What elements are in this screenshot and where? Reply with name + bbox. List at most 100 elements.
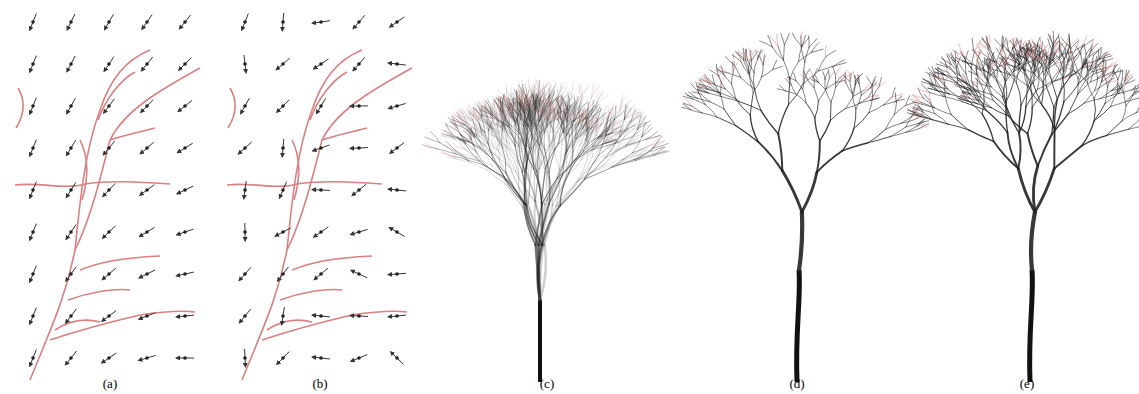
tree-branch [835, 75, 836, 87]
tree-branch [750, 92, 753, 115]
tree-branch [778, 105, 788, 134]
branch-curve [98, 72, 135, 120]
vector-arrow [65, 351, 76, 365]
tree-branch [564, 82, 572, 96]
tree-branch [645, 132, 658, 140]
tree-branch [534, 102, 535, 114]
tree-branch [895, 93, 896, 102]
tree-branch [535, 78, 539, 94]
tree-branch [514, 94, 517, 105]
tree-branch [591, 85, 595, 98]
vector-arrow [178, 100, 192, 111]
tree-branch [473, 121, 482, 136]
branch-curve [80, 140, 87, 200]
vector-arrow [243, 349, 247, 367]
tree-branch [537, 148, 547, 172]
tree-branch [536, 103, 541, 115]
tree-branch [773, 66, 783, 69]
tree-branch [892, 88, 895, 97]
tree-branch [780, 85, 786, 91]
vector-arrow [138, 355, 155, 360]
tree-branch [582, 111, 584, 122]
tree-branch [850, 82, 852, 94]
tree-branch [854, 113, 869, 128]
branch-curve [267, 320, 312, 330]
tree-branch [520, 143, 523, 170]
tree-branch [743, 51, 747, 61]
tree-branch [630, 131, 640, 138]
tree-branch [783, 45, 785, 60]
tree-branch [568, 109, 569, 121]
tree-branch [794, 73, 796, 81]
tree-branch [547, 147, 550, 173]
tree-branch [614, 111, 624, 120]
tree-branch [852, 94, 856, 109]
tree-branch [756, 49, 758, 59]
vector-arrow [177, 186, 193, 194]
tree-branch [611, 106, 617, 118]
vector-arrow [351, 270, 367, 278]
vector-arrow [388, 188, 406, 192]
tree-branch [571, 111, 578, 121]
tree-branch [760, 56, 764, 65]
tree-branch [569, 120, 573, 134]
tree-branch [805, 69, 810, 77]
tree-branch [518, 104, 524, 114]
tree-branch [581, 85, 583, 99]
tree-branch [592, 134, 602, 145]
tree-branch [741, 61, 748, 73]
vector-arrow [30, 266, 37, 283]
tree-branch [535, 129, 538, 148]
tree-branch [858, 74, 859, 83]
vector-arrow [390, 143, 404, 154]
vector-arrow [277, 100, 290, 113]
tree-branch [539, 144, 541, 169]
tree-branch [762, 70, 773, 78]
tree-branch [826, 51, 836, 57]
tree-branch [748, 73, 755, 89]
vector-arrow [350, 229, 367, 234]
tree-branch [818, 89, 826, 101]
tree-branch [497, 140, 499, 159]
tree-branch [831, 87, 836, 101]
tree-branch [856, 95, 861, 109]
tree-branch [720, 67, 728, 73]
tree-branch [465, 124, 476, 137]
tree-branch [808, 36, 810, 47]
tree-branch [527, 138, 535, 165]
vector-arrow [241, 98, 250, 114]
tree-branch [557, 86, 563, 99]
tree-branch [443, 133, 455, 139]
tree-branch [879, 81, 886, 87]
tree-branch [548, 113, 550, 127]
tree-branch [550, 103, 553, 114]
tree-branch [758, 142, 782, 170]
vector-arrow [140, 185, 155, 196]
tree-branch [587, 128, 589, 142]
tree-branch [632, 157, 644, 160]
tree-branch [772, 47, 783, 60]
tree-branch [624, 106, 627, 120]
tree-branch [572, 82, 574, 96]
tree-branch [686, 99, 692, 106]
tree-branch [534, 86, 535, 99]
tree-branch [504, 110, 514, 118]
tree-branch [596, 140, 608, 148]
tree-branch [576, 163, 593, 182]
vector-arrow [281, 139, 285, 157]
tree-branch [754, 59, 757, 72]
tree-branch [872, 76, 876, 84]
branch-curve [68, 289, 130, 300]
tree-branch [801, 45, 805, 62]
tree-branch [572, 121, 577, 134]
tree-branch [872, 85, 874, 97]
tree-branch [846, 83, 852, 94]
tree-branch [465, 149, 476, 158]
tree-branch [523, 101, 528, 117]
tree-branch [471, 121, 484, 133]
tree-branch [530, 115, 535, 129]
tree-branch [524, 114, 527, 130]
tree-branch [592, 118, 595, 129]
vector-arrow [66, 267, 77, 282]
tree-branch [581, 148, 596, 160]
